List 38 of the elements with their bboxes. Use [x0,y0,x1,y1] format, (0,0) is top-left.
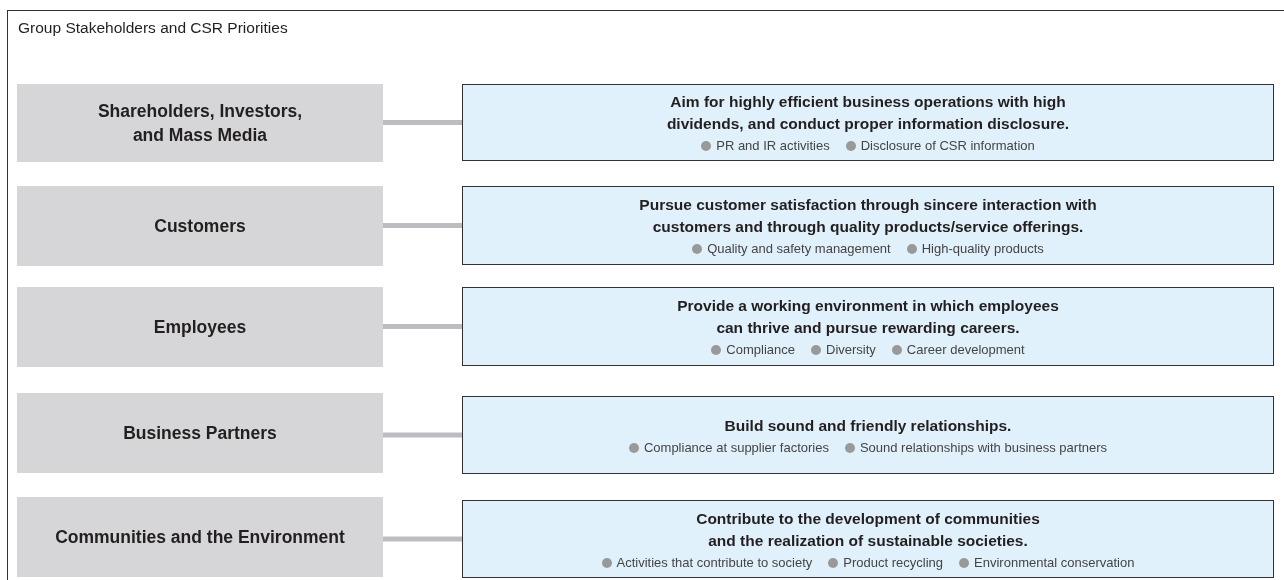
bullet-item: Environmental conservation [959,553,1135,571]
priority-box [462,396,1274,474]
bullet-item: Compliance [711,341,795,358]
bullet-item: Compliance at supplier factories [628,438,829,456]
bullet-item: Disclosure of CSR information [845,137,1035,154]
stakeholder-box [17,287,383,367]
priority-statement: Contribute to the development of communities and the realization of sustainable societies. [695,508,1041,551]
priority-box [462,186,1274,265]
bullet-item: Career development [891,341,1025,358]
bullet-item: Product recycling [828,553,944,571]
bullet-item: High-quality products [906,240,1044,257]
stakeholder-name: Employees [153,316,247,339]
stakeholder-box [17,497,383,577]
priority-statement: Build sound and friendly relationships. [724,415,1012,436]
stakeholder-box [17,84,383,162]
bullet-item: Sound relationships with business partners [844,438,1108,456]
priority-statement: Aim for highly efficient business operations with high dividends, and conduct proper information disclosure. [665,92,1071,134]
stakeholder-name: Customers [154,215,246,238]
diagram-title: Group Stakeholders and CSR Priorities [18,19,288,37]
bullet-item: PR and IR activities [701,137,830,154]
priority-box [462,500,1274,578]
stakeholder-name: Shareholders, Investors, and Mass Media [96,100,304,147]
stakeholder-box [17,186,383,266]
stakeholder-name: Communities and the Environment [55,526,345,549]
priority-statement: Provide a working environment in which employees can thrive and pursue rewarding careers. [676,296,1060,338]
connector-line [383,536,462,542]
stakeholder-name: Business Partners [123,422,277,445]
priority-statement: Pursue customer satisfaction through sincere interaction with customers and through quality products/service offerings. [638,195,1098,237]
bullet-item: Diversity [811,341,876,358]
priority-box [462,84,1274,161]
stakeholder-box [17,393,383,473]
connector-line [383,120,462,125]
bullet-item: Activities that contribute to society [601,553,813,571]
priority-box [462,287,1274,366]
connector-line [383,223,462,228]
bullet-item: Quality and safety management [692,240,891,257]
connector-line [383,432,462,438]
connector-line [383,324,462,329]
